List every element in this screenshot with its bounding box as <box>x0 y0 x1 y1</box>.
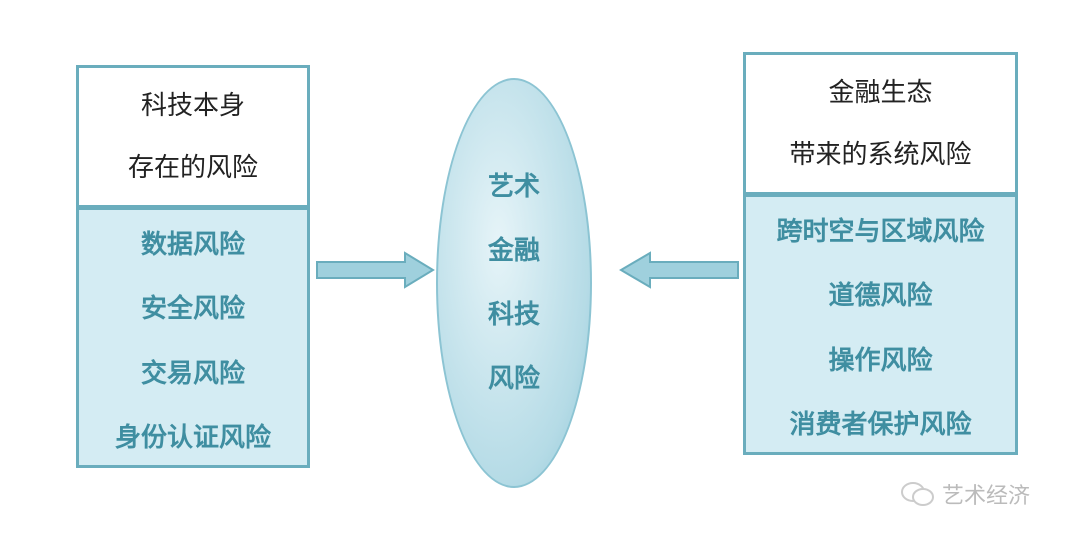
watermark-text: 艺术经济 <box>942 484 1031 509</box>
left-item: 身份认证风险 <box>114 423 271 454</box>
center-line: 科技 <box>487 300 540 330</box>
left-title-line: 科技本身 <box>140 90 245 121</box>
right-title: 金融生态 带来的系统风险 <box>746 55 1015 197</box>
center-line: 风险 <box>487 364 540 394</box>
center-line: 艺术 <box>487 172 540 202</box>
right-title-line: 带来的系统风险 <box>789 139 972 170</box>
left-box: 科技本身 存在的风险 数据风险 安全风险 交易风险 身份认证风险 <box>76 65 310 468</box>
left-item: 安全风险 <box>140 294 245 325</box>
right-box: 金融生态 带来的系统风险 跨时空与区域风险 道德风险 操作风险 消费者保护风险 <box>743 52 1018 455</box>
right-item: 道德风险 <box>828 281 933 312</box>
right-item: 跨时空与区域风险 <box>776 216 985 247</box>
left-arrow <box>619 251 739 289</box>
watermark: 艺术经济 <box>900 478 1030 510</box>
right-items: 跨时空与区域风险 道德风险 操作风险 消费者保护风险 <box>746 197 1015 455</box>
right-item: 操作风险 <box>828 345 933 376</box>
left-item: 交易风险 <box>140 358 245 389</box>
center-line: 金融 <box>487 236 540 266</box>
wechat-icon <box>901 482 934 506</box>
right-arrow <box>316 251 435 289</box>
right-item: 消费者保护风险 <box>789 410 972 441</box>
left-item: 数据风险 <box>140 229 245 260</box>
left-title: 科技本身 存在的风险 <box>79 68 307 210</box>
right-title-line: 金融生态 <box>828 77 933 108</box>
center-ellipse: 艺术 金融 科技 风险 <box>436 78 592 488</box>
left-items: 数据风险 安全风险 交易风险 身份认证风险 <box>79 210 307 468</box>
left-title-line: 存在的风险 <box>127 152 258 183</box>
